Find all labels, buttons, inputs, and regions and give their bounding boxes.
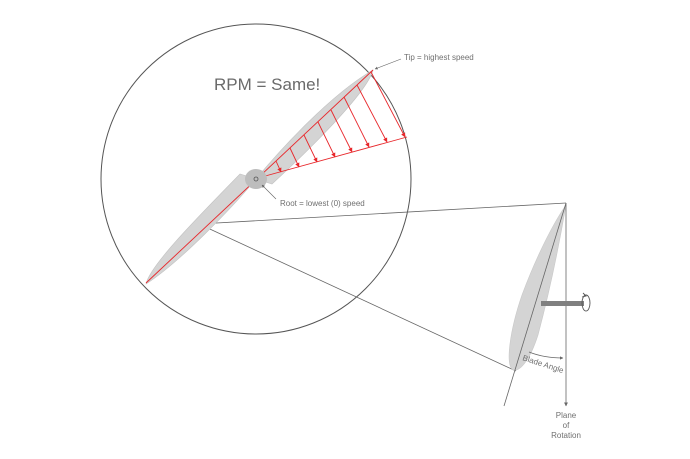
hub-center-mark <box>253 176 259 182</box>
zoom-line-bottom <box>198 223 517 372</box>
velocity-arrow <box>275 160 282 173</box>
velocity-arrow <box>317 121 336 158</box>
velocity-arrows <box>275 71 406 173</box>
propeller-blade-lower <box>145 173 257 285</box>
chord-line <box>503 202 567 407</box>
root-label: Root = lowest (0) speed <box>280 199 365 208</box>
rotation-arrow-icon <box>581 292 591 312</box>
plane-label-line1: Plane <box>556 411 577 420</box>
blade-cross-section <box>508 204 567 371</box>
propeller-hub <box>245 169 267 189</box>
velocity-arrow <box>343 96 370 148</box>
title-label: RPM = Same! <box>214 75 320 94</box>
blade-angle-label: Blade Angle <box>521 353 565 375</box>
propeller-shaft <box>541 301 584 306</box>
velocity-envelope-line <box>257 136 408 179</box>
rotation-disk <box>100 23 412 335</box>
velocity-arrow <box>303 134 318 163</box>
tip-pointer <box>374 58 402 70</box>
tip-label: Tip = highest speed <box>404 53 474 62</box>
zoom-line-top <box>198 202 567 225</box>
velocity-arrow <box>356 84 388 143</box>
velocity-arrow <box>289 147 300 168</box>
velocity-arrow <box>370 71 406 138</box>
blade-angle-arc <box>528 351 564 360</box>
plane-label-line3: Rotation <box>551 431 581 440</box>
plane-label-line2: of <box>563 421 570 430</box>
velocity-arrow <box>330 109 353 153</box>
root-pointer <box>261 184 277 200</box>
